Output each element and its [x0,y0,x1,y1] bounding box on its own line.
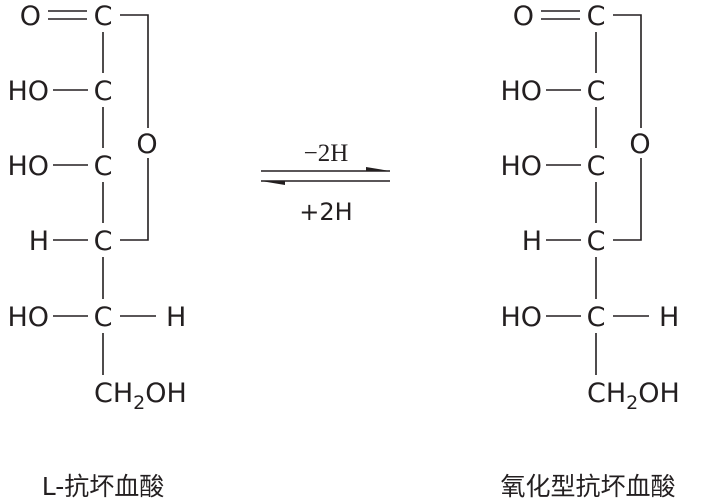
substituent-4: H [522,226,542,257]
ring-oxygen: O [629,129,650,160]
forward-arrowhead [366,167,390,171]
subscript-2: 2 [133,392,145,414]
molecule-caption: L-抗坏血酸 [42,472,165,500]
substituent-3: HO [500,151,542,182]
carbonyl-oxygen: O [513,1,534,32]
ring-bond [613,158,642,241]
reverse-condition: +2H [299,198,352,226]
hydrogen-atom: H [659,302,679,333]
carbon-atom: C [94,76,113,107]
terminal-ch2oh: CH2OH [587,378,680,414]
hydrogen-atom: H [166,302,186,333]
ch-text: CH [587,378,626,409]
carbonyl-oxygen: O [20,1,41,32]
ch-text: CH [94,378,133,409]
oh-text: OH [638,378,680,409]
substituent-5: HO [7,302,49,333]
ring-bond [613,14,642,128]
carbon-atom: C [94,226,113,257]
molecule-caption: 氧化型抗坏血酸 [500,472,675,500]
substituent-3: HO [7,151,49,182]
forward-condition: −2H [304,140,349,167]
equilibrium-arrows: −2H +2H [261,140,390,226]
reverse-arrowhead [261,181,285,185]
terminal-ch2oh: CH2OH [94,378,187,414]
carbon-atom: C [587,1,606,32]
carbon-atom: C [587,76,606,107]
substituent-4: H [29,226,49,257]
carbon-atom: C [94,151,113,182]
carbon-atom: C [587,302,606,333]
substituent-5: HO [500,302,542,333]
ring-oxygen: O [136,129,157,160]
carbon-atom: C [587,226,606,257]
carbon-atom: C [94,1,113,32]
ring-bond [120,14,149,128]
substituent-2: HO [500,76,542,107]
carbon-atom: C [587,151,606,182]
subscript-2: 2 [626,392,638,414]
carbon-atom: C [94,302,113,333]
substituent-2: HO [7,76,49,107]
ring-bond [120,158,149,241]
oh-text: OH [145,378,187,409]
